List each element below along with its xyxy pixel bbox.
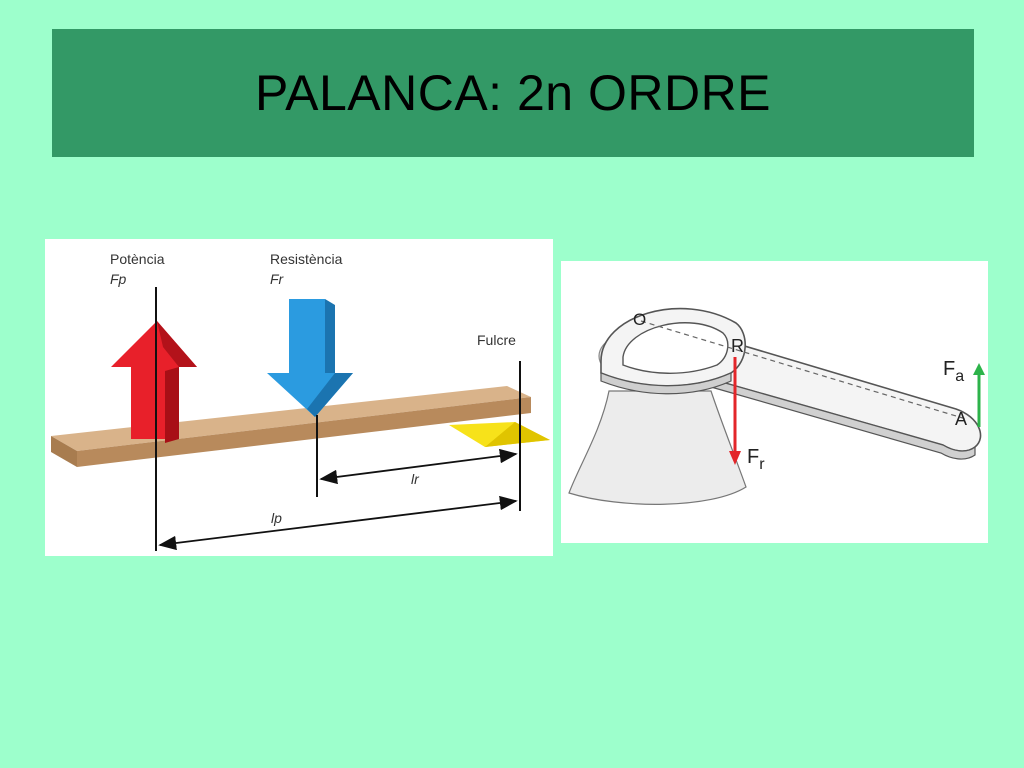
resistance-label: Resistència (270, 251, 343, 267)
resistance-point-label: R (731, 336, 744, 356)
force-point-label: A (955, 409, 967, 429)
power-label: Potència (110, 251, 165, 267)
resistance-force-label: Fr (747, 446, 765, 473)
resistance-symbol: Fr (270, 271, 285, 287)
power-arrow (111, 321, 197, 443)
fulcrum-label: Fulcre (477, 332, 516, 348)
power-arm-dimension (158, 495, 518, 551)
lever-diagram-panel: Potència Fp Resistència Fr Fulcre lr lp (45, 239, 553, 556)
power-arm-label: lp (271, 510, 282, 526)
pivot-label: O (633, 310, 646, 329)
power-symbol: Fp (110, 271, 127, 287)
resistance-arm-label: lr (411, 471, 420, 487)
resistance-arrow (267, 299, 353, 417)
applied-force-arrow (973, 363, 985, 427)
opener-body (600, 307, 982, 460)
bottle-neck (568, 390, 747, 505)
lever-axis-line (640, 320, 967, 420)
fulcrum-wedge (449, 422, 550, 447)
title-bar: PALANCA: 2n ORDRE (52, 29, 974, 157)
bottle-opener-diagram: O R A Fa Fr (568, 307, 985, 505)
applied-force-label: Fa (943, 358, 964, 385)
resistance-force-arrow (729, 357, 741, 465)
lever-diagram: Potència Fp Resistència Fr Fulcre lr lp (51, 251, 550, 551)
slide-title: PALANCA: 2n ORDRE (254, 65, 772, 121)
resistance-arm-dimension (319, 448, 518, 485)
bottle-opener-panel: O R A Fa Fr (561, 261, 988, 543)
